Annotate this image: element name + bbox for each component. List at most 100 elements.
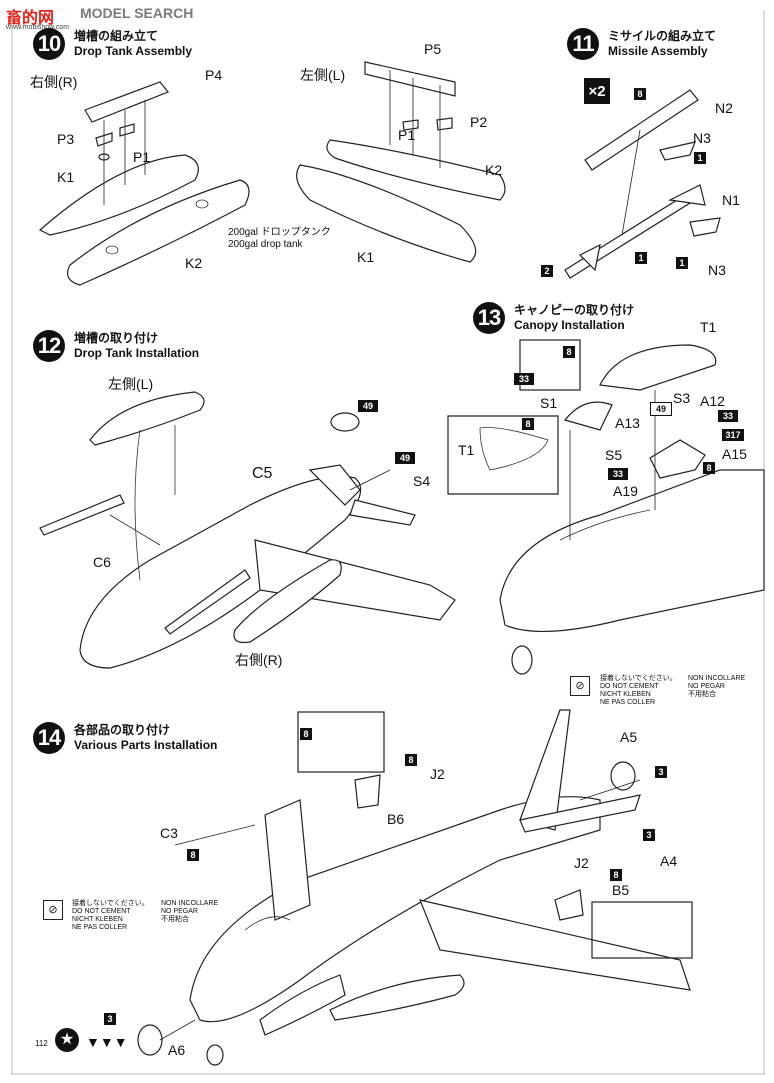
step-13-title-en: Canopy Installation — [514, 318, 625, 332]
part-label: N3 — [693, 130, 711, 146]
left-side-label: 左側(L) — [300, 67, 346, 83]
step-11-title-en: Missile Assembly — [608, 44, 708, 58]
part-code: 2 — [541, 265, 553, 277]
part-code: 8 — [300, 728, 312, 740]
no-cement-fr: NE PAS COLLER — [600, 699, 656, 706]
part-code: 33 — [514, 373, 534, 385]
part-code: 33 — [718, 410, 738, 422]
step-10-title-en: Drop Tank Assembly — [74, 44, 193, 58]
step-11-title-jp: ミサイルの組み立て — [608, 29, 717, 43]
watermark-cn: 畜的网 — [6, 10, 55, 27]
step-12-title: 増槽の取り付け Drop Tank Installation — [74, 331, 199, 361]
step-13-badge: 13 — [473, 302, 505, 334]
part-label: N1 — [722, 192, 740, 208]
step-14-title-en: Various Parts Installation — [74, 738, 218, 752]
no-cement-jp: 接着しないでください。 — [600, 675, 677, 682]
no-cement-note: 接着しないでください。 DO NOT CEMENT NICHT KLEBEN N… — [600, 675, 677, 707]
part-label: A5 — [620, 729, 638, 745]
no-cement-de-2: NICHT KLEBEN — [72, 916, 123, 923]
step10-tank-right — [38, 81, 250, 286]
no-cement-cn-2: 不用粘合 — [161, 916, 189, 923]
no-cement-note-4: NON INCOLLARE NO PEGAR 不用粘合 — [161, 900, 218, 924]
part-label: A13 — [615, 415, 640, 431]
part-code: 8 — [703, 462, 715, 474]
part-label: P4 — [205, 67, 223, 83]
part-code: 8 — [187, 849, 199, 861]
part-label: T1 — [700, 319, 717, 335]
step12-aircraft — [39, 391, 456, 669]
part-label: K1 — [57, 169, 75, 185]
watermark-url: www.mobishow.com — [6, 24, 70, 31]
part-label: P1 — [133, 149, 151, 165]
step10-tank-left — [296, 61, 506, 263]
page-number: 112 — [35, 1039, 48, 1048]
part-label: S4 — [413, 473, 431, 489]
shark-mouth-icon: ▼▼▼ — [86, 1034, 128, 1050]
part-label: P2 — [470, 114, 488, 130]
part-code: 8 — [610, 869, 622, 881]
part-code: 1 — [635, 252, 647, 264]
part-code: 49 — [650, 402, 672, 416]
part-code: 49 — [395, 452, 415, 464]
no-cement-it-2: NON INCOLLARE — [161, 900, 219, 907]
tank-note-en: 200gal drop tank — [228, 239, 303, 250]
step-14-badge: 14 — [33, 722, 65, 754]
part-label: A19 — [613, 483, 638, 499]
watermark-en: MODEL SEARCH — [80, 5, 194, 21]
multiplier-badge: ×2 — [584, 78, 610, 104]
no-cement-es: NO PEGAR — [688, 683, 725, 690]
no-cement-cn: 不用粘合 — [688, 691, 716, 698]
step-11-title: ミサイルの組み立て Missile Assembly — [608, 29, 716, 59]
left-side-label: 左側(L) — [108, 376, 154, 392]
step13-cockpit — [447, 339, 765, 675]
step14-aircraft — [137, 709, 693, 1066]
part-label: K1 — [357, 249, 375, 265]
part-code: 8 — [522, 418, 534, 430]
part-code: 8 — [563, 346, 575, 358]
part-label: P1 — [398, 127, 416, 143]
part-label: P3 — [57, 131, 75, 147]
no-cement-icon: ⊘ — [570, 676, 590, 696]
part-label: S3 — [673, 390, 691, 406]
no-cement-en-2: DO NOT CEMENT — [72, 908, 131, 915]
part-label: J2 — [430, 766, 445, 782]
no-cement-en: DO NOT CEMENT — [600, 683, 659, 690]
no-cement-de: NICHT KLEBEN — [600, 691, 651, 698]
part-label: K2 — [185, 255, 203, 271]
step-13-title-jp: キャノピーの取り付け — [514, 303, 635, 317]
step-12-title-jp: 増槽の取り付け — [74, 331, 159, 345]
part-code: 3 — [643, 829, 655, 841]
part-code: 3 — [104, 1013, 116, 1025]
part-label: A15 — [722, 446, 747, 462]
part-label: J2 — [574, 855, 589, 871]
part-code: 1 — [676, 257, 688, 269]
part-code: 8 — [634, 88, 646, 100]
part-label: C5 — [252, 465, 273, 482]
step-13-title: キャノピーの取り付け Canopy Installation — [514, 303, 634, 333]
part-code: 8 — [405, 754, 417, 766]
step-10-title-jp: 増槽の組み立て — [74, 29, 159, 43]
no-cement-fr-2: NE PAS COLLER — [72, 924, 128, 931]
step-11-badge: 11 — [567, 28, 599, 60]
step-14-title-jp: 各部品の取り付け — [74, 723, 171, 737]
part-label: N2 — [715, 100, 733, 116]
part-label: A4 — [660, 853, 678, 869]
part-label: P5 — [424, 41, 442, 57]
step-14-title: 各部品の取り付け Various Parts Installation — [74, 723, 217, 753]
part-code: 317 — [722, 429, 744, 441]
part-label: K2 — [485, 162, 503, 178]
no-cement-note-3: 接着しないでください。 DO NOT CEMENT NICHT KLEBEN N… — [72, 900, 149, 932]
part-label: T1 — [458, 442, 475, 458]
part-label: N3 — [708, 262, 726, 278]
part-code: 33 — [608, 468, 628, 480]
no-cement-note-2: NON INCOLLARE NO PEGAR 不用粘合 — [688, 675, 745, 699]
part-code: 1 — [694, 152, 706, 164]
no-cement-icon-2: ⊘ — [43, 900, 63, 920]
no-cement-it: NON INCOLLARE — [688, 675, 746, 682]
part-code: 3 — [655, 766, 667, 778]
step-10-badge: 10 — [33, 28, 65, 60]
star-insignia-icon: ★ — [55, 1028, 79, 1052]
part-label: B5 — [612, 882, 630, 898]
part-code: 49 — [358, 400, 378, 412]
